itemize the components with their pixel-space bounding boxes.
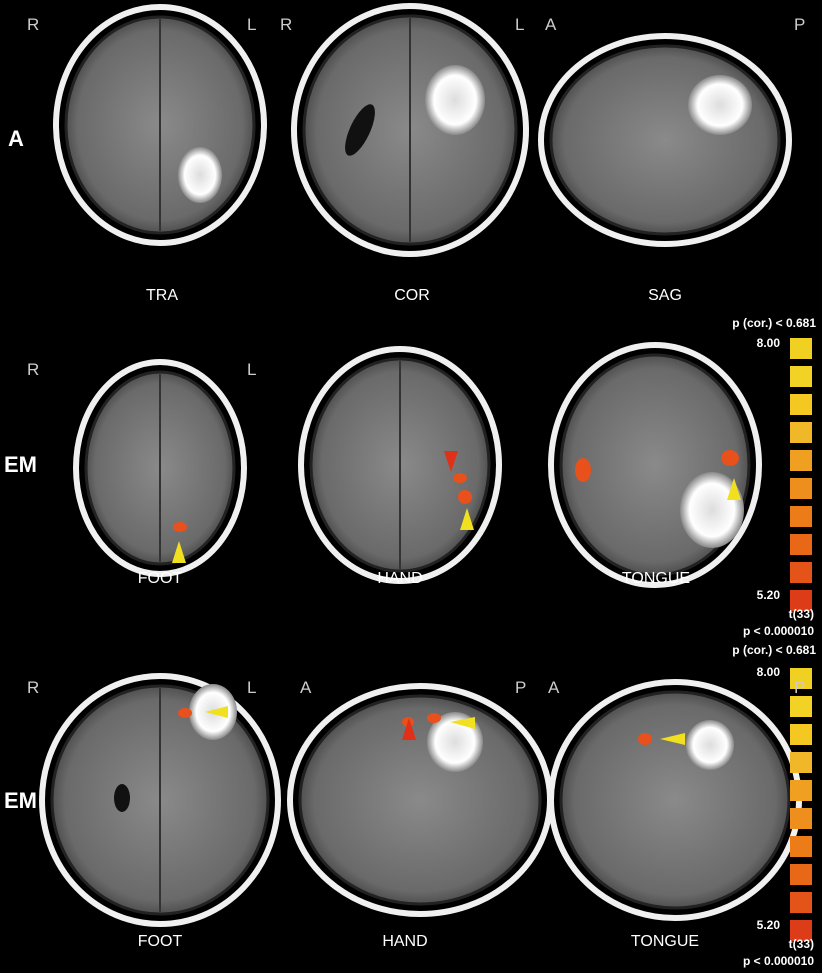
skull-outline bbox=[291, 3, 529, 257]
colorbar-swatch bbox=[790, 836, 812, 857]
caption-cor: COR bbox=[394, 287, 430, 304]
orientation-label: R bbox=[27, 360, 40, 379]
activation-blob bbox=[575, 458, 591, 482]
caption-sag: SAG bbox=[648, 287, 682, 304]
brain-slice bbox=[298, 694, 542, 906]
colorbar-swatch bbox=[790, 724, 812, 745]
caption-foot: FOOT bbox=[137, 933, 183, 950]
colorbar-swatch bbox=[790, 668, 812, 689]
tumor bbox=[686, 720, 734, 770]
orientation-label: P bbox=[515, 678, 527, 697]
colorbar-swatch bbox=[790, 780, 812, 801]
row-label-em-axial: EM bbox=[4, 452, 37, 477]
orientation-label: R bbox=[27, 678, 40, 697]
colorbar-stat: t(33) bbox=[788, 937, 814, 951]
colorbar-swatch bbox=[790, 478, 812, 499]
skull-outline bbox=[548, 342, 762, 588]
caption-foot: FOOT bbox=[137, 570, 183, 587]
tumor bbox=[688, 75, 752, 135]
orientation-label: A bbox=[300, 678, 312, 697]
caption-tra: TRA bbox=[146, 287, 178, 304]
colorbar-swatch bbox=[790, 920, 812, 941]
colorbar-swatch bbox=[790, 892, 812, 913]
activation-blob bbox=[427, 713, 441, 723]
colorbar-p: p < 0.000010 bbox=[742, 624, 814, 638]
arrowhead-marker bbox=[660, 733, 685, 745]
orientation-label: L bbox=[247, 360, 257, 379]
caption-tongue: TONGUE bbox=[630, 933, 700, 950]
orientation-label: A bbox=[545, 15, 557, 34]
arrowhead-marker bbox=[727, 478, 741, 500]
colorbar-swatch bbox=[790, 338, 812, 359]
colorbar-swatch bbox=[790, 366, 812, 387]
skull-outline bbox=[538, 33, 792, 247]
colorbar-title: p (cor.) < 0.681 bbox=[732, 316, 816, 330]
activation-blob bbox=[721, 450, 739, 466]
colorbar-min: 5.20 bbox=[756, 588, 780, 602]
activation-blob bbox=[453, 473, 467, 483]
colorbar-swatch bbox=[790, 394, 812, 415]
colorbar-swatch bbox=[790, 506, 812, 527]
activation-blob bbox=[178, 708, 192, 718]
row-label-em-sagittal: EM bbox=[4, 788, 37, 813]
colorbar-min: 5.20 bbox=[756, 918, 780, 932]
caption-hand: HAND bbox=[377, 570, 423, 587]
row-label-a: A bbox=[8, 126, 24, 151]
tumor bbox=[178, 147, 222, 203]
orientation-label: L bbox=[247, 15, 257, 34]
colorbar-swatch bbox=[790, 752, 812, 773]
brain-slice bbox=[549, 44, 781, 236]
colorbar-swatch bbox=[790, 422, 812, 443]
orientation-label: P bbox=[794, 678, 806, 697]
colorbar-swatch bbox=[790, 696, 812, 717]
brain-slice bbox=[559, 690, 791, 910]
colorbar-swatch bbox=[790, 534, 812, 555]
tumor bbox=[425, 65, 485, 135]
ventricle bbox=[114, 784, 130, 812]
skull-outline bbox=[73, 359, 247, 577]
skull-outline bbox=[298, 346, 502, 584]
arrowhead-marker bbox=[444, 451, 458, 472]
skull-outline bbox=[39, 673, 281, 927]
caption-tongue: TONGUE bbox=[621, 570, 691, 587]
orientation-label: A bbox=[548, 678, 560, 697]
colorbar-max: 8.00 bbox=[756, 336, 780, 350]
orientation-label: P bbox=[794, 15, 806, 34]
colorbar-stat: t(33) bbox=[788, 607, 814, 621]
colorbar-swatch bbox=[790, 450, 812, 471]
orientation-label: R bbox=[280, 15, 293, 34]
arrowhead-marker bbox=[172, 541, 186, 563]
arrowhead-marker bbox=[450, 717, 475, 729]
colorbar-p: p < 0.000010 bbox=[742, 954, 814, 968]
colorbar-swatch bbox=[790, 864, 812, 885]
activation-blob bbox=[458, 490, 472, 504]
colorbar-swatch bbox=[790, 590, 812, 611]
colorbar-max: 8.00 bbox=[756, 665, 780, 679]
orientation-label: R bbox=[27, 15, 40, 34]
arrowhead-marker bbox=[402, 718, 416, 740]
caption-hand: HAND bbox=[382, 933, 428, 950]
colorbar-swatch bbox=[790, 808, 812, 829]
tumor bbox=[680, 472, 744, 548]
orientation-label: L bbox=[515, 15, 525, 34]
activation-blob bbox=[173, 522, 187, 532]
activation-blob bbox=[638, 733, 652, 745]
colorbar-title: p (cor.) < 0.681 bbox=[732, 643, 816, 657]
arrowhead-marker bbox=[460, 508, 474, 530]
ventricle bbox=[345, 104, 375, 156]
skull-outline bbox=[53, 4, 267, 246]
colorbar-swatch bbox=[790, 562, 812, 583]
arrowhead-marker bbox=[205, 706, 228, 718]
orientation-label: L bbox=[247, 678, 257, 697]
